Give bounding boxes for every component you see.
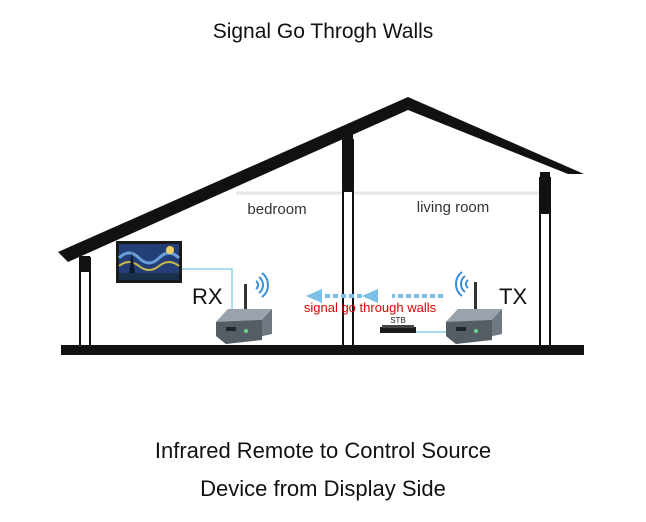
arrow-left-icon [306, 289, 322, 303]
tx-device [446, 282, 502, 344]
rx-label: RX [192, 284, 223, 309]
rx-device [216, 284, 272, 344]
diagram-title: Signal Go Throgh Walls [212, 20, 434, 43]
tv-display [116, 241, 182, 283]
tx-label: TX [499, 284, 527, 309]
floor [61, 345, 584, 355]
room-label-living-room: living room [417, 199, 490, 216]
wifi-signal-icon [255, 272, 269, 298]
rx-cable [182, 268, 233, 320]
stb-device [380, 325, 448, 333]
tx-antenna [474, 282, 477, 314]
arrow-left-icon [362, 289, 378, 303]
caption-line-1: Infrared Remote to Control Source [154, 438, 492, 463]
wifi-signal-icon [455, 271, 469, 297]
left-wall-cap [80, 256, 90, 272]
roof [58, 97, 584, 262]
signal-arrow [306, 289, 443, 303]
room-label-bedroom: bedroom [247, 201, 306, 218]
caption-line-2: Device from Display Side [200, 476, 446, 501]
rx-antenna [244, 284, 247, 314]
signal-label: signal go through walls [304, 300, 437, 315]
stb-label: STB [390, 316, 406, 325]
roof-outline [58, 97, 584, 262]
right-wall-cap [540, 172, 550, 214]
middle-wall-cap [343, 126, 353, 192]
